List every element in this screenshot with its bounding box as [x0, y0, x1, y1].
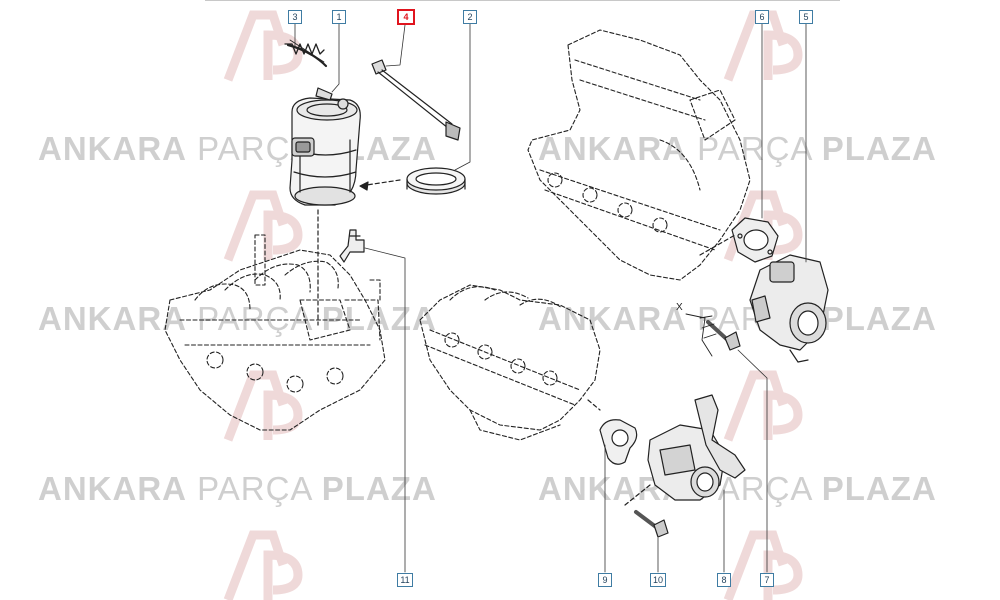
callout-8[interactable]: 8 [717, 573, 731, 587]
throttle-body-part-5 [749, 254, 829, 363]
rod-part-4 [371, 59, 461, 141]
dimension-x-label: X [676, 302, 683, 313]
spring-part-3 [284, 39, 328, 68]
ap-logo-icon [223, 10, 303, 82]
callout-10[interactable]: 10 [650, 573, 666, 587]
bracket-part-11 [339, 229, 365, 263]
seal-ring-part-2 [406, 167, 466, 195]
callout-7[interactable]: 7 [760, 573, 774, 587]
gasket-part-9 [599, 419, 638, 465]
ap-logo-icon [223, 530, 303, 600]
callout-4-highlighted[interactable]: 4 [397, 9, 415, 25]
ap-logo-icon [723, 530, 803, 600]
bolt-part-7 [699, 315, 741, 351]
gasket-part-6 [731, 217, 779, 263]
watermark-text: ANKARA PARÇA PLAZA [38, 300, 437, 337]
callout-5[interactable]: 5 [799, 10, 813, 24]
callout-1[interactable]: 1 [332, 10, 346, 24]
bolt-part-10 [634, 510, 669, 538]
watermark-text: ANKARA PARÇA PLAZA [538, 130, 937, 167]
callout-3[interactable]: 3 [288, 10, 302, 24]
callout-2[interactable]: 2 [463, 10, 477, 24]
ap-logo-icon [723, 370, 803, 442]
callout-9[interactable]: 9 [598, 573, 612, 587]
ap-logo-icon [223, 190, 303, 262]
intake-manifold-left [164, 234, 386, 431]
intake-manifold-middle [419, 284, 601, 441]
intake-manifold-upper-right [527, 29, 751, 281]
top-rule [205, 0, 840, 1]
callout-6[interactable]: 6 [755, 10, 769, 24]
leader-lines [294, 23, 807, 573]
intake-elbow-part-1 [289, 87, 361, 206]
watermark-text: ANKARA PARÇA PLAZA [38, 470, 437, 507]
throttle-body-part-8 [647, 394, 746, 501]
callout-11[interactable]: 11 [397, 573, 413, 587]
